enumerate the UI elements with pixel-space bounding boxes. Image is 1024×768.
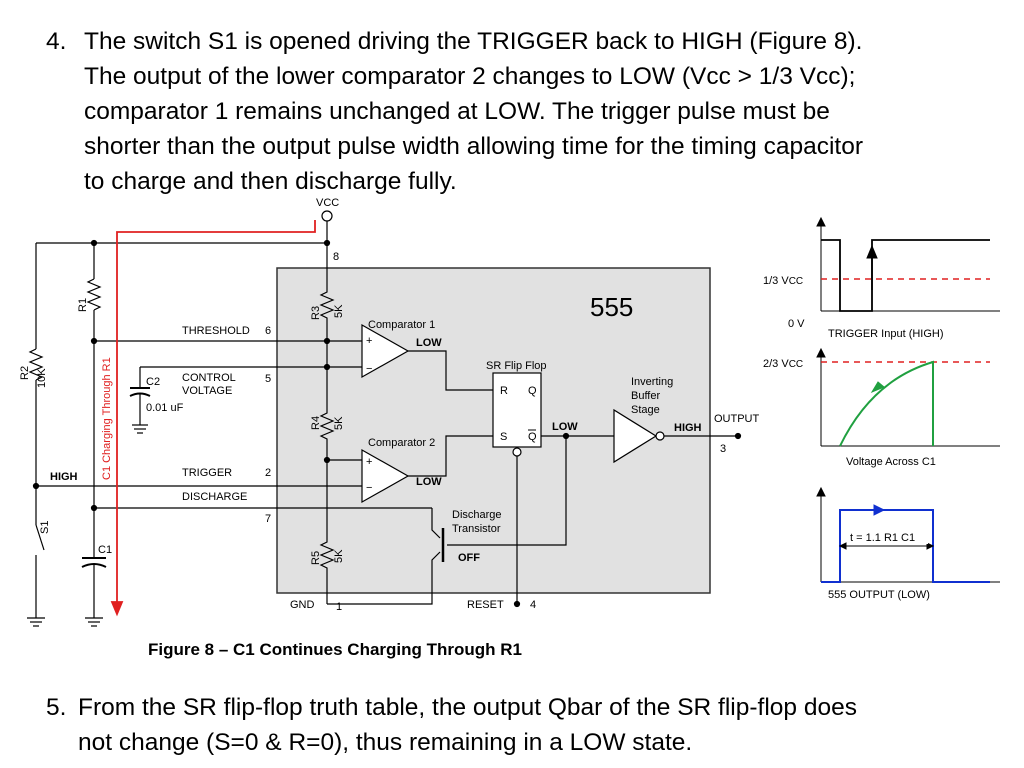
- r1-label: R1: [77, 298, 89, 312]
- schematic-labels: VCC 8 555 THRESHOLD 6 CONTROL VOLTAGE 5 …: [19, 197, 760, 613]
- comparator-2-label: Comparator 2: [368, 437, 435, 449]
- capacitor-waveform: [816, 347, 1000, 447]
- comp2-minus: −: [366, 482, 372, 494]
- step-5-paragraph: 5. From the SR flip-flop truth table, th…: [46, 690, 857, 760]
- step-4-line: shorter than the output pulse width allo…: [84, 133, 863, 160]
- comp1-plus: +: [366, 335, 372, 347]
- vcc-label: VCC: [316, 197, 339, 209]
- chip-name: 555: [590, 292, 633, 322]
- discharge-label: DISCHARGE: [182, 491, 247, 503]
- pin-7-label: 7: [265, 513, 271, 525]
- charging-path: [110, 220, 316, 617]
- threshold-label: THRESHOLD: [182, 325, 250, 337]
- step-5-line: not change (S=0 & R=0), thus remaining i…: [78, 729, 693, 756]
- sr-flip-flop-label: SR Flip Flop: [486, 360, 547, 372]
- buffer-label-2: Buffer: [631, 390, 660, 402]
- step-4-line: to charge and then discharge fully.: [84, 168, 457, 195]
- transistor-state: OFF: [458, 552, 480, 564]
- control-label: CONTROL: [182, 372, 236, 384]
- c2-label: C2: [146, 376, 160, 388]
- comp1-output-state: LOW: [416, 337, 442, 349]
- step-4-line: The output of the lower comparator 2 cha…: [84, 63, 856, 90]
- s1-label: S1: [39, 521, 51, 534]
- r4-value: 5K: [333, 416, 345, 430]
- discharge-transistor-label-1: Discharge: [452, 509, 502, 521]
- discharge-transistor-label-2: Transistor: [452, 523, 501, 535]
- r3-label: R3: [310, 306, 322, 320]
- r4-label: R4: [310, 416, 322, 430]
- trigger-waveform-label: TRIGGER Input (HIGH): [828, 328, 944, 340]
- pin-6-label: 6: [265, 325, 271, 337]
- buffer-output-state: HIGH: [674, 422, 702, 434]
- pulse-width-label: t = 1.1 R1 C1: [850, 532, 915, 544]
- buffer-label-3: Stage: [631, 404, 660, 416]
- step-5-line: From the SR flip-flop truth table, the o…: [78, 694, 857, 721]
- comp1-minus: −: [366, 363, 372, 375]
- ff-output-state: LOW: [552, 421, 578, 433]
- one-third-label: 1/3 VCC: [763, 275, 803, 287]
- r3-value: 5K: [333, 304, 345, 318]
- pin-1-label: 1: [336, 601, 342, 613]
- step-4-line: comparator 1 remains unchanged at LOW. T…: [84, 98, 830, 125]
- trigger-label: TRIGGER: [182, 467, 232, 479]
- r2-value: 10K: [36, 368, 48, 388]
- control-voltage-label: VOLTAGE: [182, 385, 232, 397]
- reset-label: RESET: [467, 599, 504, 611]
- output-waveform: [816, 486, 1000, 583]
- output-label: OUTPUT: [714, 413, 760, 425]
- ff-q-label: Q: [528, 385, 537, 397]
- r5-label: R5: [310, 551, 322, 565]
- zero-volt-label: 0 V: [788, 318, 805, 330]
- pin-4-label: 4: [530, 599, 536, 611]
- step-5-number: 5.: [46, 694, 67, 721]
- ff-qbar-label: Q: [528, 431, 537, 443]
- buffer-label-1: Inverting: [631, 376, 673, 388]
- capacitor-waveform-label: Voltage Across C1: [846, 456, 936, 468]
- gnd-label: GND: [290, 599, 315, 611]
- ff-r-label: R: [500, 385, 508, 397]
- trigger-waveform: [816, 216, 1000, 312]
- pin-3-label: 3: [720, 443, 726, 455]
- ff-s-label: S: [500, 431, 507, 443]
- pin-2-label: 2: [265, 467, 271, 479]
- step-4-number: 4.: [46, 28, 67, 55]
- c1-label: C1: [98, 544, 112, 556]
- two-thirds-label: 2/3 VCC: [763, 358, 803, 370]
- output-waveform-label: 555 OUTPUT (LOW): [828, 589, 930, 601]
- r2-label: R2: [19, 366, 31, 380]
- step-4-paragraph: 4. The switch S1 is opened driving the T…: [46, 24, 863, 199]
- comparator-1-label: Comparator 1: [368, 319, 435, 331]
- r5-value: 5K: [333, 549, 345, 563]
- step-4-line: The switch S1 is opened driving the TRIG…: [84, 28, 863, 55]
- charging-label: C1 Charging Through R1: [101, 357, 113, 480]
- comp2-plus: +: [366, 456, 372, 468]
- comp2-output-state: LOW: [416, 476, 442, 488]
- figure-caption: Figure 8 – C1 Continues Charging Through…: [148, 640, 523, 659]
- c2-value: 0.01 uF: [146, 402, 184, 414]
- trigger-node-state: HIGH: [50, 471, 78, 483]
- pin-5-label: 5: [265, 373, 271, 385]
- pin-8-label: 8: [333, 251, 339, 263]
